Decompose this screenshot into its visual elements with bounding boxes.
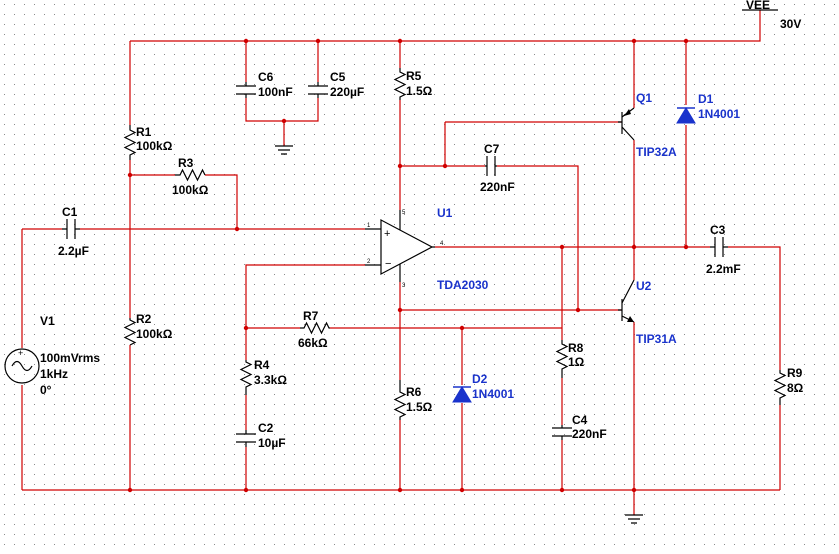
r3-resistor[interactable]: R3 100kΩ: [172, 156, 209, 197]
c1-capacitor[interactable]: C1 2.2µF: [58, 205, 89, 258]
c3-value: 2.2mF: [706, 262, 741, 276]
v1-phase: 0°: [40, 383, 52, 397]
r8-ref: R8: [568, 341, 584, 355]
d1-model: 1N4001: [698, 107, 740, 121]
q1-model: TIP32A: [636, 145, 677, 159]
junctions: [127, 38, 689, 493]
u1-tda2030-amplifier[interactable]: + − 1 2 3 4 5 U1 TDA2030: [365, 206, 489, 292]
u1-ref: U1: [437, 206, 453, 220]
pin-2-label: 2: [367, 259, 371, 265]
r4-resistor[interactable]: R4 3.3kΩ: [239, 358, 287, 395]
c2-value: 10µF: [258, 436, 286, 450]
r8-resistor[interactable]: R8 1Ω: [555, 340, 585, 378]
v1-ref: V1: [40, 314, 55, 328]
r1-ref: R1: [136, 125, 152, 139]
supply-voltage: 30V: [780, 17, 801, 31]
supply-name: VEE: [746, 0, 770, 12]
d2-ref: D2: [472, 372, 488, 386]
r4-value: 3.3kΩ: [254, 373, 287, 387]
q1-ref: Q1: [636, 91, 652, 105]
r9-value: 8Ω: [787, 381, 804, 395]
r6-value: 1.5Ω: [406, 400, 433, 414]
r3-ref: R3: [178, 156, 194, 170]
c6-value: 100nF: [258, 85, 293, 99]
r6-ref: R6: [406, 385, 422, 399]
c6-capacitor[interactable]: C6 100nF: [236, 70, 293, 99]
r3-value: 100kΩ: [172, 183, 209, 197]
u2-npn-transistor[interactable]: U2 TIP31A: [618, 279, 677, 346]
c6-ref: C6: [258, 70, 274, 84]
r1-value: 100kΩ: [136, 139, 173, 153]
d2-diode[interactable]: D2 1N4001: [452, 372, 514, 403]
c3-capacitor[interactable]: C3 2.2mF: [706, 223, 741, 276]
r7-value: 66kΩ: [298, 336, 328, 350]
q1-pnp-transistor[interactable]: Q1 TIP32A: [618, 91, 677, 159]
plus-input-sign: +: [384, 228, 390, 240]
c4-capacitor[interactable]: C4 220nF: [552, 413, 607, 441]
c7-capacitor[interactable]: C7 220nF: [480, 142, 515, 194]
plus-sign: +: [18, 348, 23, 358]
ground-symbol-top: [275, 145, 293, 155]
r5-value: 1.5Ω: [406, 84, 433, 98]
r2-value: 100kΩ: [136, 327, 173, 341]
r6-resistor[interactable]: R6 1.5Ω: [393, 380, 433, 420]
r7-resistor[interactable]: R7 66kΩ: [298, 309, 330, 350]
r1-resistor[interactable]: R1 100kΩ: [123, 125, 173, 160]
c3-ref: C3: [710, 223, 726, 237]
c4-ref: C4: [572, 413, 588, 427]
c2-ref: C2: [258, 421, 274, 435]
pin-3-label: 3: [402, 283, 406, 289]
d1-ref: D1: [698, 92, 714, 106]
r9-resistor[interactable]: R9 8Ω: [773, 366, 804, 405]
c5-ref: C5: [330, 70, 346, 84]
r5-resistor[interactable]: R5 1.5Ω: [393, 68, 433, 100]
pin-5-label: 5: [402, 210, 406, 216]
vee-supply[interactable]: VEE 30V: [742, 0, 801, 31]
u1-model: TDA2030: [437, 278, 489, 292]
d2-model: 1N4001: [472, 387, 514, 401]
r7-ref: R7: [303, 309, 319, 323]
u2-model: TIP31A: [636, 332, 677, 346]
r8-value: 1Ω: [568, 355, 585, 369]
u2-ref: U2: [636, 279, 652, 293]
ground-symbol-bottom: [625, 514, 643, 524]
v1-amplitude: 100mVrms: [40, 351, 100, 365]
c5-value: 220µF: [330, 85, 364, 99]
r2-ref: R2: [136, 312, 152, 326]
c7-value: 220nF: [480, 180, 515, 194]
r4-ref: R4: [254, 358, 270, 372]
v1-frequency: 1kHz: [40, 367, 68, 381]
pin-4-label: 4: [440, 241, 444, 247]
pin-1-label: 1: [367, 223, 371, 229]
c4-value: 220nF: [572, 427, 607, 441]
d1-diode[interactable]: D1 1N4001: [676, 92, 740, 124]
c7-ref: C7: [484, 142, 500, 156]
r5-ref: R5: [406, 69, 422, 83]
c2-capacitor[interactable]: C2 10µF: [236, 421, 286, 450]
c1-ref: C1: [62, 205, 78, 219]
minus-input-sign: −: [385, 258, 391, 270]
c1-value: 2.2µF: [58, 244, 89, 258]
c5-capacitor[interactable]: C5 220µF: [308, 70, 364, 99]
v1-ac-source[interactable]: + V1 100mVrms 1kHz 0°: [4, 314, 100, 397]
r2-resistor[interactable]: R2 100kΩ: [123, 312, 173, 346]
r9-ref: R9: [787, 366, 803, 380]
